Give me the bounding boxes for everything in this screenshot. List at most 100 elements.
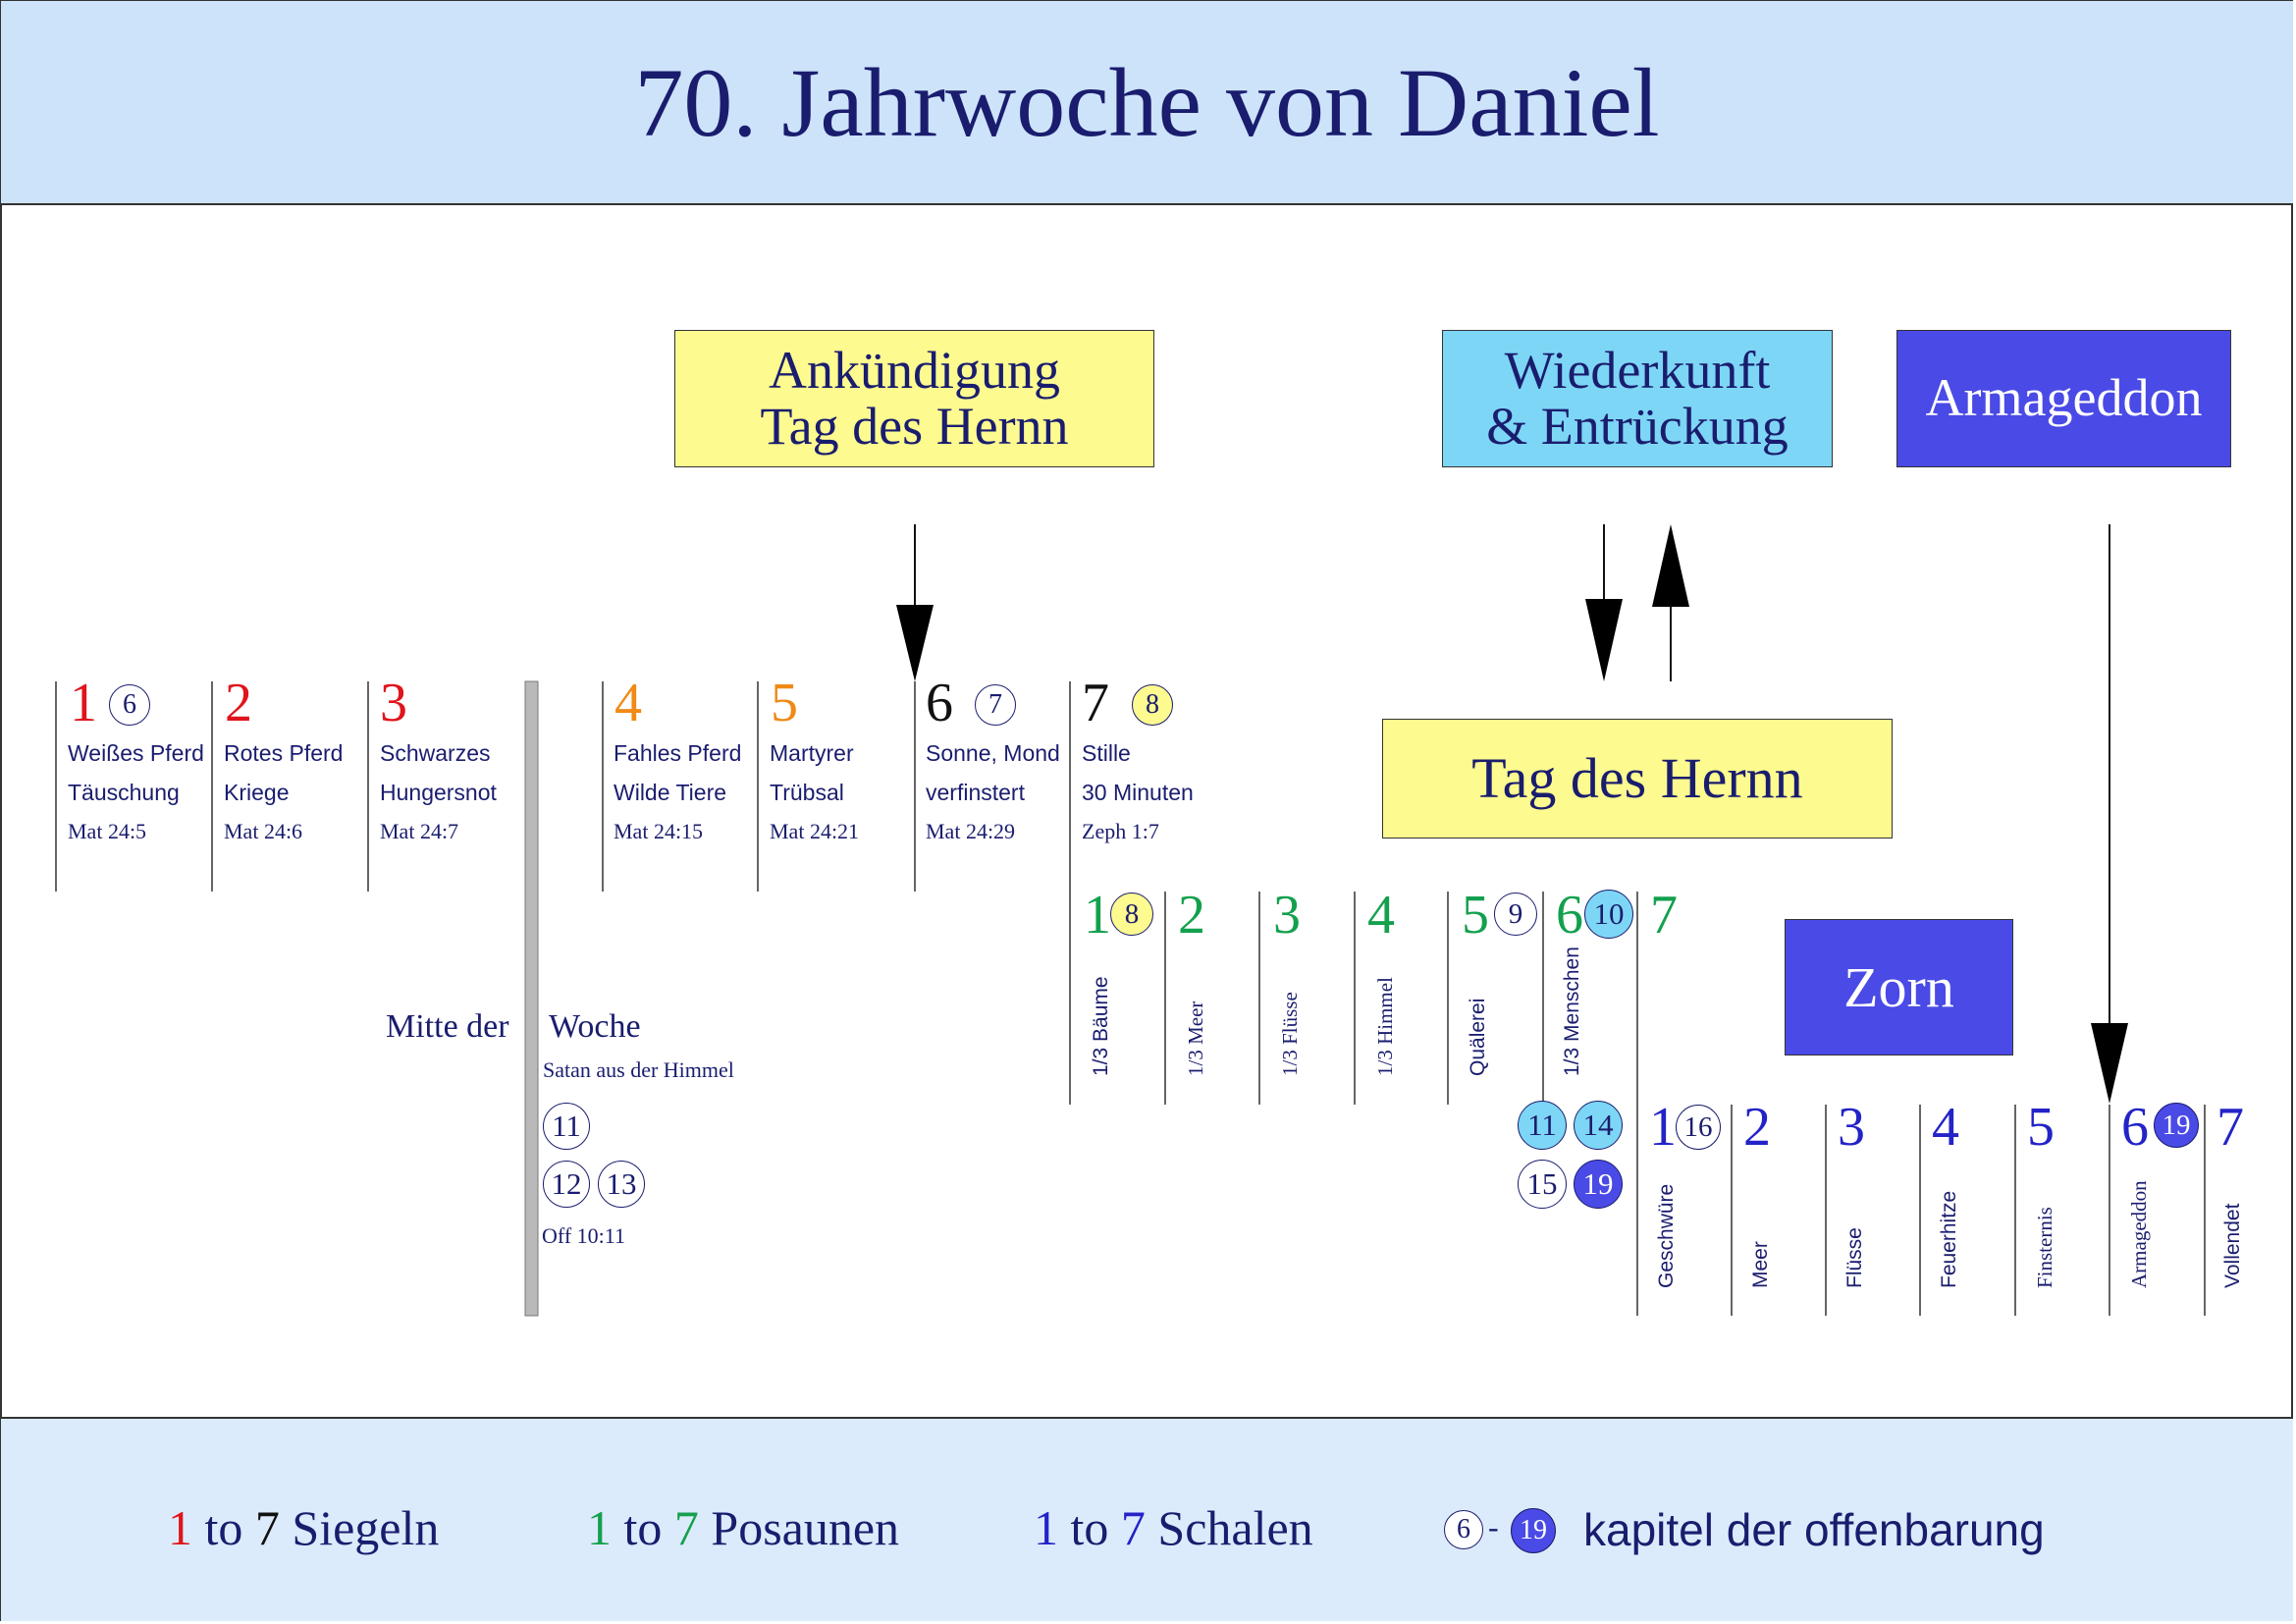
chapter-circle: 19 [2154,1103,2199,1148]
trumpet-label: Quälerei [1467,998,1489,1076]
legend-trumpets-from: 1 [587,1500,612,1555]
box-wiederkunft-line1: Wiederkunft [1504,340,1771,400]
seal-label-1: Martyrer [770,740,854,766]
chapter-circle: 8 [1132,684,1173,726]
chapter-circle: 16 [1676,1105,1721,1150]
seal-number: 6 [926,673,953,733]
trumpet-label: 1/3 Himmel [1373,977,1397,1076]
legend-footer: 1 to 7 Siegeln 1 to 7 Posaunen 1 to 7 Sc… [1,1417,2293,1621]
seal-number: 2 [225,673,252,733]
legend-bowls-name: Schalen [1157,1500,1313,1555]
seal-label-1: Rotes Pferd [224,740,344,766]
trumpet-number: 3 [1273,885,1301,946]
seal-label-2: Kriege [224,780,290,805]
midweek-label-left: Mitte der [386,1008,509,1045]
box-ankuendigung-line1: Ankündigung [769,340,1060,400]
seal-label-1: Stille [1082,740,1131,766]
chapter-circle: 7 [975,684,1016,726]
chapter-circle: 11 [543,1103,590,1150]
legend-seals: 1 to 7 Siegeln [168,1499,439,1556]
box-armageddon: Armageddon [1896,330,2231,467]
seal-label-2: Wilde Tiere [614,780,727,805]
chapter-circle: 6 [109,684,150,726]
seal-number: 1 [70,673,97,733]
seal-label-2: 30 Minuten [1082,780,1194,805]
bowl-number: 1 [1649,1097,1677,1158]
bowl-number: 6 [2121,1097,2149,1158]
seal-reference: Mat 24:15 [614,819,704,843]
chapter-circle: 13 [598,1161,645,1208]
box-tag-des-hernn: Tag des Hernn [1382,719,1893,839]
chapter-circle: 11 [1518,1101,1567,1150]
trumpet-label: 1/3 Flüsse [1278,992,1302,1076]
midweek-reference: Off 10:11 [542,1223,625,1248]
legend-bowls: 1 to 7 Schalen [1034,1499,1313,1556]
bowl-label: Meer [1749,1241,1772,1288]
trumpet-number: 5 [1462,885,1489,946]
arrow-ankuendigung-head [896,605,934,681]
seal-reference: Mat 24:21 [770,819,860,843]
trumpet-label: 1/3 Meer [1184,1001,1207,1076]
seal-reference: Mat 24:7 [380,819,459,843]
trumpet-label: 1/3 Menschen [1561,947,1583,1076]
trumpet-number: 7 [1650,885,1678,946]
trumpet-number: 2 [1178,885,1205,946]
box-ankuendigung: Ankündigung Tag des Hernn [674,330,1154,467]
legend-chapter-dash: - [1488,1509,1499,1544]
seal-reference: Mat 24:29 [926,819,1016,843]
seal-label-2: Täuschung [68,780,180,805]
trumpet-number: 4 [1367,885,1395,946]
seal-reference: Mat 24:5 [68,819,147,843]
legend-chapter-name: kapitel der offenbarung [1583,1504,2045,1555]
arrow-armageddon-head [2091,1023,2128,1104]
chapter-circle: 14 [1574,1101,1623,1150]
legend-seals-from: 1 [168,1500,192,1555]
seal-label-1: Weißes Pferd [68,740,204,766]
seal-reference: Mat 24:6 [224,819,303,843]
trumpet-number: 1 [1084,885,1111,946]
bowl-label: Finsternis [2033,1207,2056,1288]
trumpet-number: 6 [1556,885,1583,946]
box-wiederkunft-line2: & Entrückung [1486,397,1789,456]
legend-chapter-circle-to: 19 [1511,1508,1556,1553]
legend-chapter-circle-from: 6 [1444,1510,1483,1549]
seal-label-2: Trübsal [770,780,844,805]
bowl-number: 4 [1932,1097,1959,1158]
box-zorn: Zorn [1785,919,2013,1056]
seal-reference: Zeph 1:7 [1082,819,1159,843]
legend-trumpets: 1 to 7 Posaunen [587,1499,899,1556]
legend-bowls-to: 7 [1120,1500,1146,1555]
chapter-circle: 12 [543,1161,590,1208]
chapter-circle: 8 [1110,893,1153,936]
bowl-label: Feuerhitze [1938,1190,1960,1288]
bowl-number: 2 [1743,1097,1771,1158]
chapter-circle: 15 [1518,1160,1567,1209]
legend-seals-to-word: to [204,1500,243,1555]
seal-number: 3 [380,673,407,733]
bowl-label: Flüsse [1843,1227,1866,1288]
bowl-label: Vollendet [2221,1203,2244,1288]
arrow-wiederkunft-down-head [1585,599,1623,681]
seal-number: 4 [614,673,642,733]
seal-number: 7 [1082,673,1109,733]
seal-label-1: Fahles Pferd [614,740,742,766]
bowl-label: Geschwüre [1655,1183,1678,1288]
bowl-number: 7 [2216,1097,2244,1158]
chapter-circle: 10 [1584,890,1633,939]
chapter-circle: 19 [1574,1160,1623,1209]
box-wiederkunft: Wiederkunft & Entrückung [1442,330,1833,467]
legend-seals-to: 7 [254,1500,280,1555]
midweek-bar [524,680,539,1317]
seal-label-1: Sonne, Mond [926,740,1060,766]
box-ankuendigung-line2: Tag des Hernn [760,397,1069,456]
bowl-number: 3 [1838,1097,1865,1158]
bowl-label: Armageddon [2127,1180,2151,1288]
seal-number: 5 [771,673,798,733]
bowl-number: 5 [2027,1097,2055,1158]
legend-bowls-to-word: to [1070,1500,1109,1555]
legend-trumpets-to: 7 [673,1500,699,1555]
page-title: 70. Jahrwoche von Daniel [634,47,1660,157]
seal-label-1: Schwarzes [380,740,491,766]
seal-label-2: verfinstert [926,780,1025,805]
